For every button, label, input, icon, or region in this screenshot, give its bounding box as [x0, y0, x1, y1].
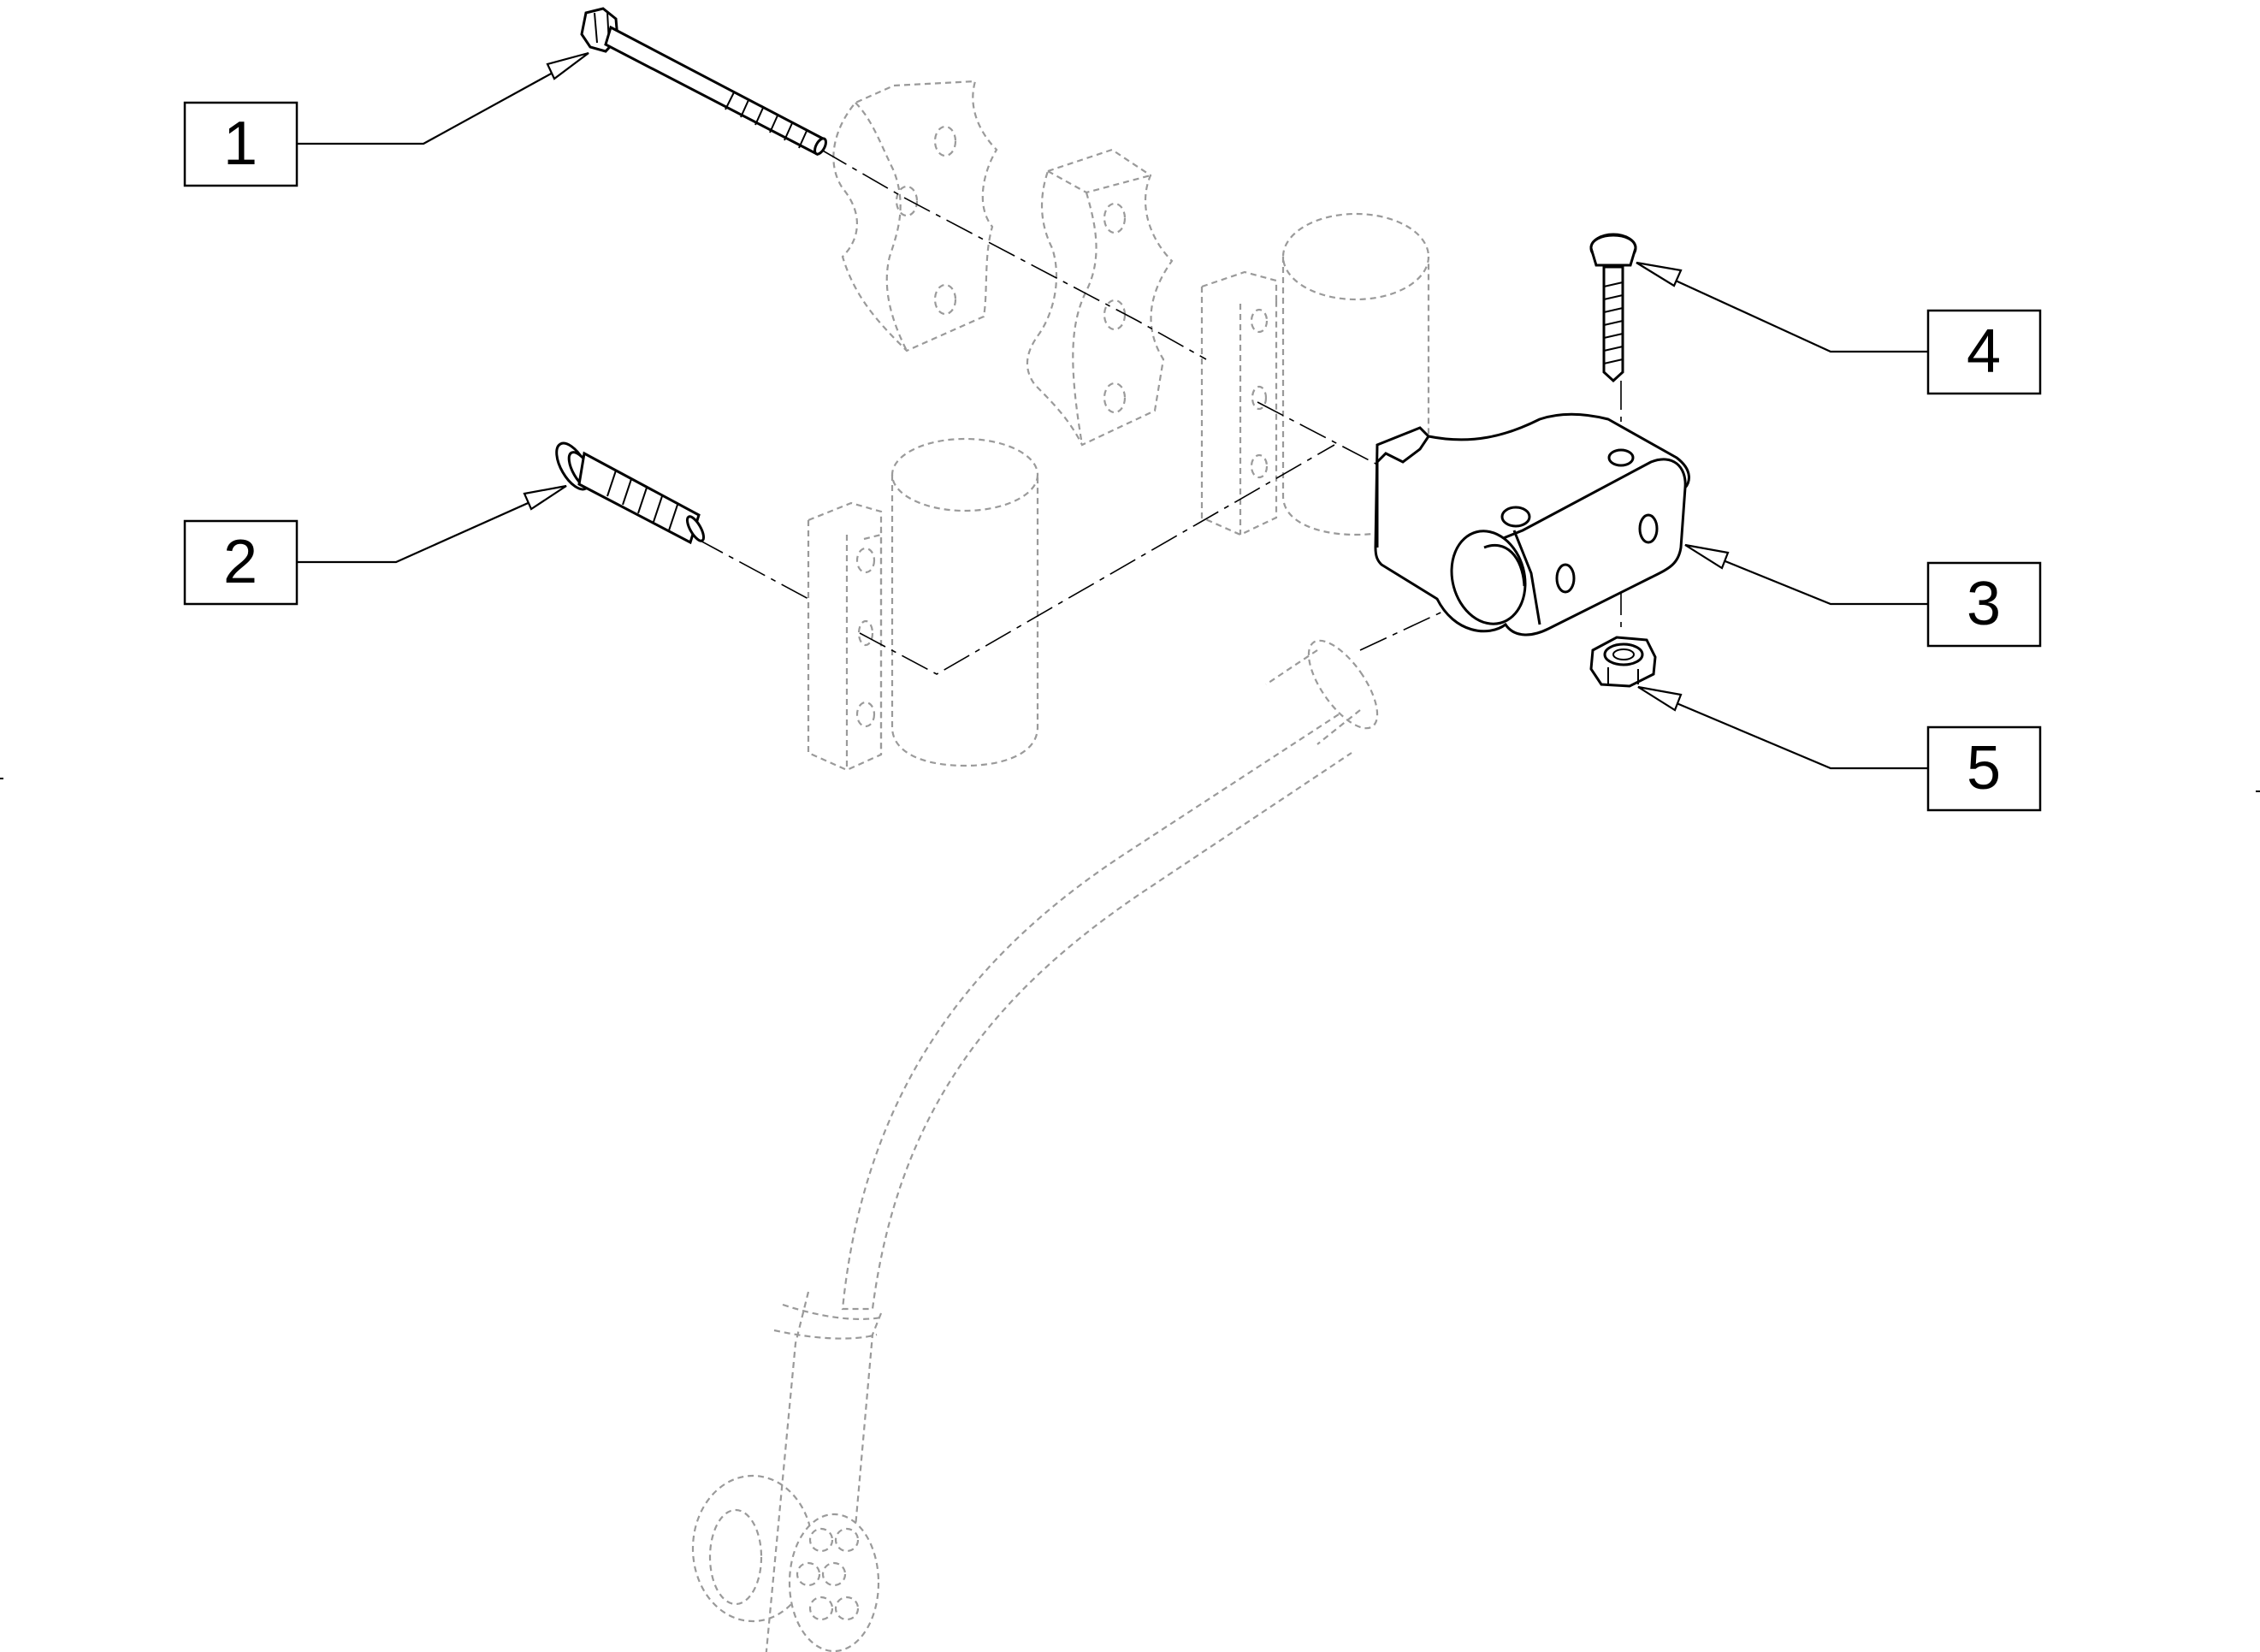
callout-box-4 — [1926, 309, 2042, 395]
callout-box-2 — [183, 519, 299, 606]
edge-registration-marks — [0, 778, 2260, 792]
callout-2: 2 — [183, 484, 567, 606]
callout-label-5: 5 — [1967, 734, 2001, 802]
part-4-button-head-screw — [1589, 233, 1637, 383]
ghost-clamp-plate-right — [1026, 148, 1174, 447]
part-1-hex-bolt — [580, 7, 827, 157]
callout-label-1: 1 — [223, 110, 257, 178]
ghost-clamp-plate-left — [832, 80, 998, 352]
axis-bolt-2 — [696, 538, 809, 600]
axis-lower-bracket — [859, 444, 1335, 675]
callout-label-3: 3 — [1967, 570, 2001, 638]
callout-box-5 — [1926, 725, 2042, 812]
callout-label-2: 2 — [223, 528, 257, 596]
callout-1: 1 — [183, 51, 589, 187]
ghost-frame-tube — [691, 639, 1379, 1652]
callout-box-1 — [183, 101, 299, 187]
callouts: 1 2 4 3 5 — [183, 51, 2042, 812]
axis-bolt-1 — [820, 149, 1207, 360]
ghost-lower-hinge-bracket — [807, 437, 1039, 772]
part-2-button-head-bolt — [555, 441, 706, 545]
callout-box-3 — [1926, 561, 2042, 648]
callout-3: 3 — [1684, 543, 2042, 648]
callout-label-4: 4 — [1967, 317, 2001, 386]
callout-5: 5 — [1637, 685, 2042, 812]
ghost-upper-hinge-bracket — [1200, 212, 1430, 536]
ghosted-context-parts — [691, 80, 1430, 1652]
callout-4: 4 — [1636, 261, 2042, 395]
part-5-lock-nut — [1589, 636, 1657, 688]
part-3-mounting-clamp — [1374, 412, 1690, 637]
